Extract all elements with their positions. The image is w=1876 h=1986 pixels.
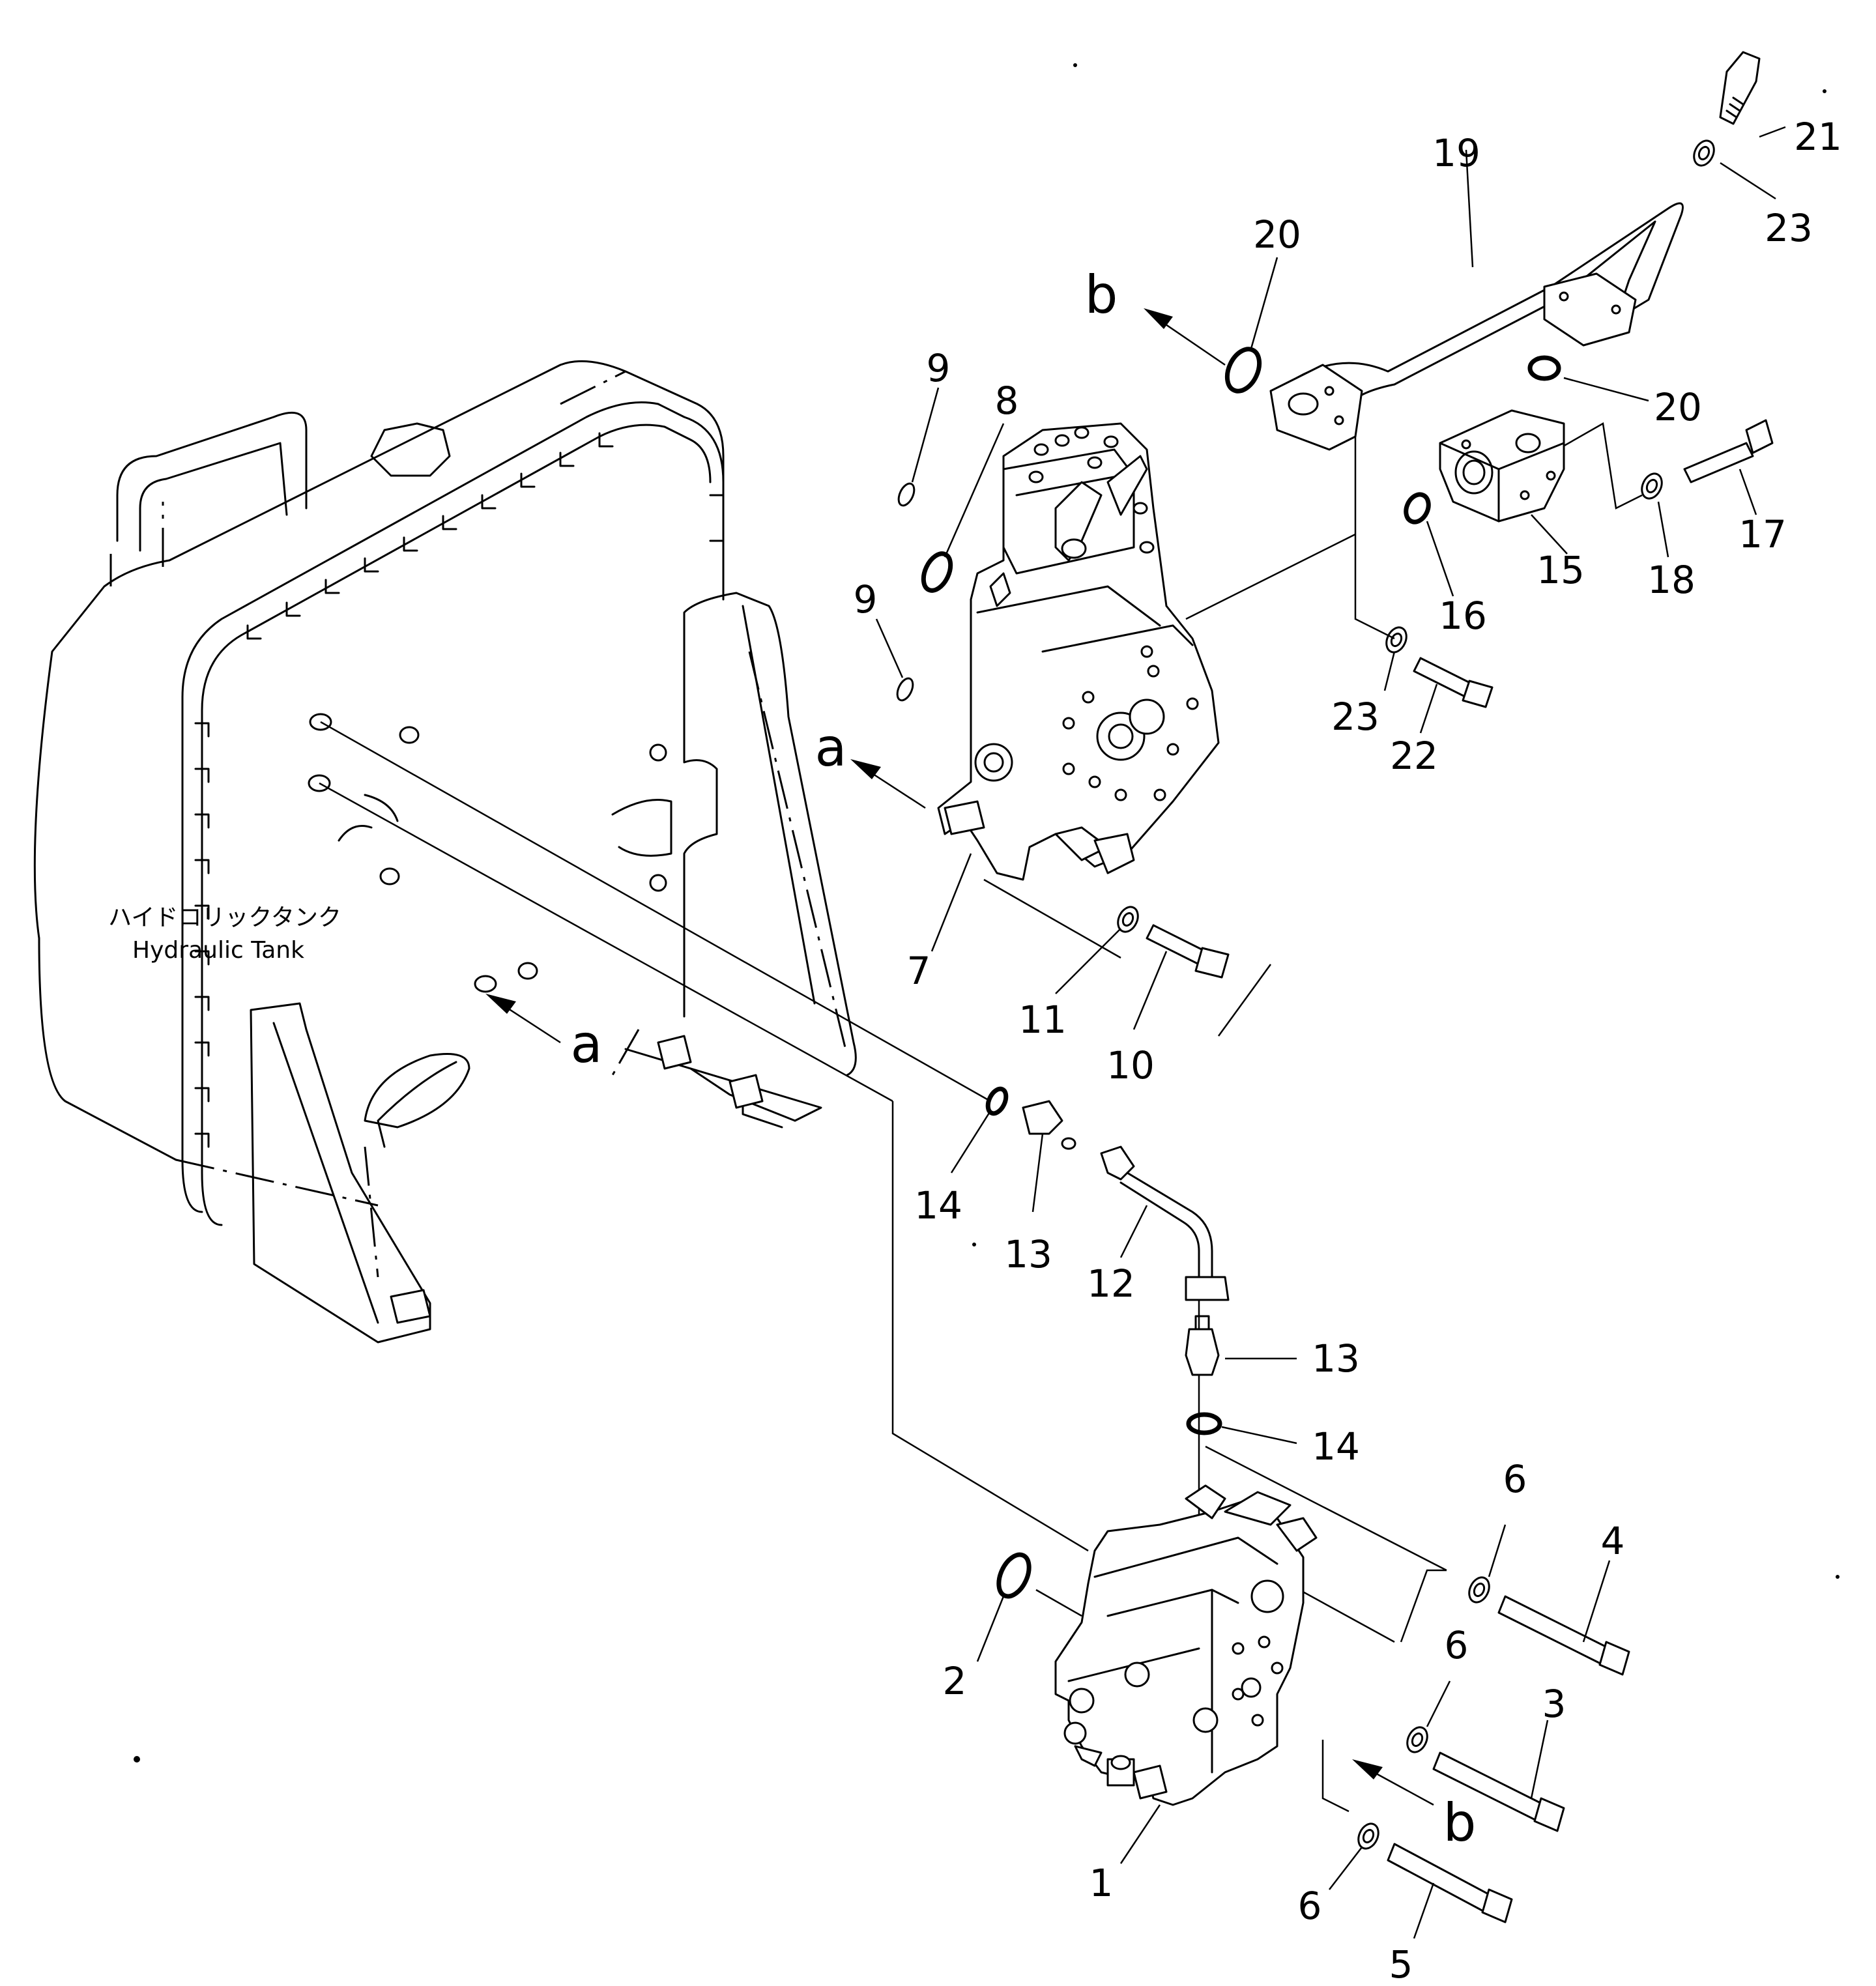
o-rings	[896, 139, 1715, 1850]
part-label-9: 9	[927, 346, 951, 390]
part-label-11: 11	[1018, 998, 1067, 1042]
part-label-6: 6	[1503, 1457, 1527, 1501]
part-label-13b: 13	[1312, 1336, 1360, 1381]
control-valve-lower	[1054, 1484, 1318, 1806]
part-label-21: 21	[1794, 115, 1842, 159]
frame-notches	[194, 432, 725, 1148]
leader-lines	[319, 422, 1643, 1813]
view-ref-b-lower: b	[1443, 1792, 1477, 1853]
view-arrows	[485, 308, 1434, 1806]
part-label-3: 3	[1542, 1682, 1566, 1726]
part-label-16: 16	[1439, 594, 1487, 638]
view-ref-a-upper: a	[815, 717, 846, 778]
view-ref-a-lower: a	[570, 1014, 602, 1074]
part-label-14b: 14	[1312, 1424, 1360, 1469]
tank-label-jp: ハイドロリックタンク	[108, 904, 341, 931]
callout-leaders	[875, 126, 1786, 1939]
part-label-18: 18	[1647, 558, 1696, 602]
part-label-13: 13	[1004, 1232, 1052, 1276]
part-label-17: 17	[1739, 512, 1787, 556]
part-label-5: 5	[1389, 1942, 1413, 1986]
part-label-23b: 23	[1331, 695, 1379, 739]
part-label-19: 19	[1432, 131, 1480, 175]
part-label-10: 10	[1106, 1043, 1155, 1087]
hydraulic-tank	[33, 360, 857, 1344]
part-label-12: 12	[1087, 1261, 1135, 1306]
pipe-19	[1269, 202, 1684, 451]
part-label-9b: 9	[854, 577, 878, 622]
pipe-12	[1100, 1145, 1230, 1301]
part-label-7: 7	[907, 949, 931, 993]
part-label-2: 2	[943, 1659, 967, 1703]
part-label-20b: 20	[1654, 385, 1702, 429]
bolts	[1022, 51, 1774, 1923]
view-ref-b-upper: b	[1085, 265, 1118, 325]
part-number-labels: 9 8 9 20 19 21 23 20 17 18 15 16 23 22 7…	[854, 115, 1842, 1986]
part-label-8: 8	[995, 379, 1019, 423]
scan-specks	[134, 63, 1840, 1763]
tank-label-en: Hydraulic Tank	[132, 937, 304, 964]
part-label-20: 20	[1253, 212, 1301, 257]
valve-face-holes	[1062, 645, 1199, 801]
lower-valve-holes	[1232, 1635, 1284, 1727]
part-label-23: 23	[1765, 206, 1813, 250]
part-label-4: 4	[1601, 1519, 1625, 1563]
part-label-6c: 6	[1298, 1884, 1322, 1928]
valve-top-bolts	[1028, 426, 1155, 554]
part-label-14: 14	[914, 1183, 962, 1228]
part-label-22: 22	[1390, 734, 1438, 778]
control-valve-upper	[937, 422, 1220, 881]
part-label-6b: 6	[1445, 1623, 1469, 1667]
flange-block-15	[1439, 409, 1565, 523]
part-label-1: 1	[1090, 1861, 1114, 1905]
part-label-15: 15	[1537, 548, 1585, 592]
tank-ports	[308, 713, 672, 993]
